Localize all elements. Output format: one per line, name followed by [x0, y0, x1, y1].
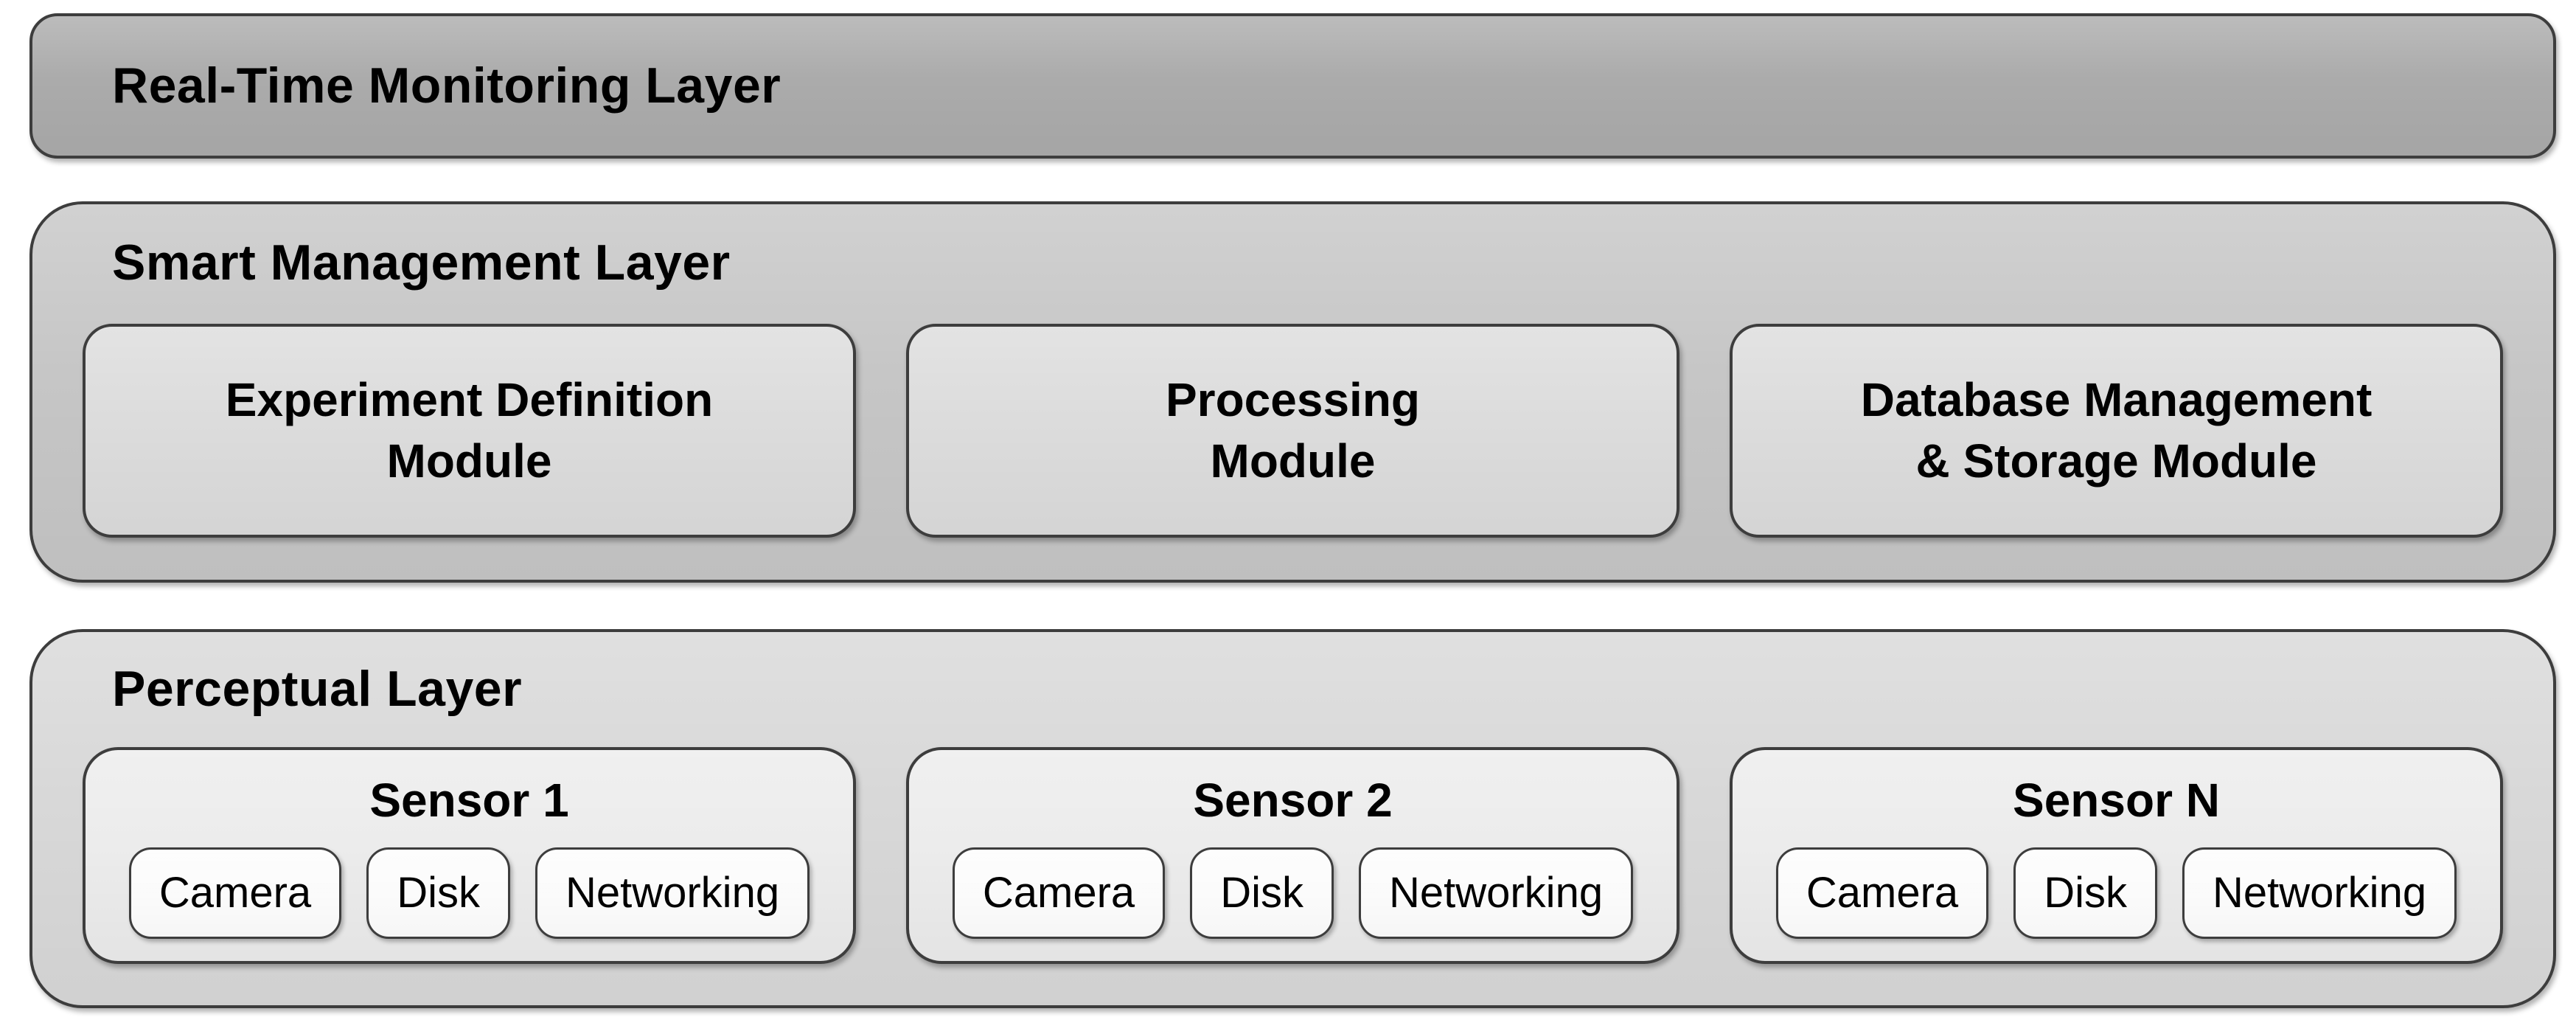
- management-layer-title: Smart Management Layer: [112, 235, 731, 291]
- module-label-line: & Storage Module: [1915, 434, 2317, 488]
- sensor-2-box: Sensor 2 Camera Disk Networking: [906, 747, 1679, 965]
- component-camera: Camera: [128, 847, 342, 939]
- monitoring-layer-title: Real-Time Monitoring Layer: [112, 58, 781, 114]
- module-database-storage: Database Management & Storage Module: [1730, 324, 2503, 538]
- module-label-line: Module: [1210, 434, 1376, 488]
- component-networking: Networking: [2182, 847, 2457, 939]
- component-disk: Disk: [2013, 847, 2157, 939]
- component-camera: Camera: [952, 847, 1166, 939]
- sensor-1-box: Sensor 1 Camera Disk Networking: [83, 747, 856, 965]
- sensor-2-title: Sensor 2: [1193, 774, 1393, 827]
- sensor-n-components: Camera Disk Networking: [1775, 847, 2457, 939]
- perceptual-layer-title: Perceptual Layer: [112, 661, 523, 717]
- component-networking: Networking: [535, 847, 810, 939]
- component-disk: Disk: [1190, 847, 1334, 939]
- sensor-n-box: Sensor N Camera Disk Networking: [1730, 747, 2503, 965]
- perceptual-layer: Perceptual Layer Sensor 1 Camera Disk Ne…: [29, 629, 2556, 1008]
- module-experiment-definition-label: Experiment Definition Module: [226, 369, 713, 492]
- sensor-1-components: Camera Disk Networking: [128, 847, 810, 939]
- sensor-n-title: Sensor N: [2013, 774, 2220, 827]
- sensor-1-title: Sensor 1: [369, 774, 569, 827]
- module-label-line: Module: [386, 434, 552, 488]
- module-database-storage-label: Database Management & Storage Module: [1861, 369, 2373, 492]
- sensor-2-components: Camera Disk Networking: [952, 847, 1634, 939]
- module-processing-label: Processing Module: [1166, 369, 1420, 492]
- monitoring-layer: Real-Time Monitoring Layer: [29, 13, 2556, 159]
- sensors-row: Sensor 1 Camera Disk Networking Sensor 2…: [83, 747, 2503, 965]
- component-camera: Camera: [1775, 847, 1989, 939]
- module-label-line: Database Management: [1860, 373, 2373, 426]
- module-label-line: Processing: [1165, 373, 1421, 426]
- component-disk: Disk: [366, 847, 510, 939]
- module-label-line: Experiment Definition: [225, 373, 714, 426]
- component-networking: Networking: [1358, 847, 1634, 939]
- modules-row: Experiment Definition Module Processing …: [83, 324, 2503, 538]
- module-experiment-definition: Experiment Definition Module: [83, 324, 856, 538]
- module-processing: Processing Module: [906, 324, 1679, 538]
- management-layer: Smart Management Layer Experiment Defini…: [29, 201, 2556, 583]
